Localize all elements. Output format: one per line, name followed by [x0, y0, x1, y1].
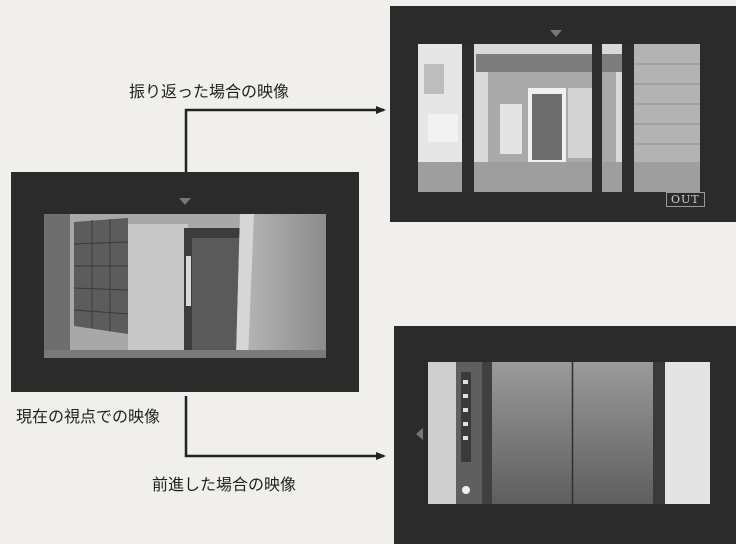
- current-view-photo: [44, 214, 326, 358]
- current-view-screen: [11, 172, 359, 392]
- forward-view-screen: [394, 326, 736, 544]
- forward-view-photo: [428, 362, 710, 504]
- current-view-label: 現在の視点での映像: [16, 407, 161, 426]
- forward-direction-marker: [550, 30, 562, 37]
- turn-around-view-screen: OUT: [390, 6, 736, 222]
- out-badge: OUT: [666, 192, 705, 207]
- forward-view-label: 前進した場合の映像: [152, 475, 297, 494]
- turn-around-view-photo: [418, 44, 700, 192]
- turn-around-view-label: 振り返った場合の映像: [129, 82, 290, 101]
- forward-direction-marker: [179, 198, 191, 205]
- arrow-to-turn-around-view: [184, 106, 386, 172]
- arrow-to-forward-view: [184, 396, 386, 460]
- left-direction-marker: [416, 428, 423, 440]
